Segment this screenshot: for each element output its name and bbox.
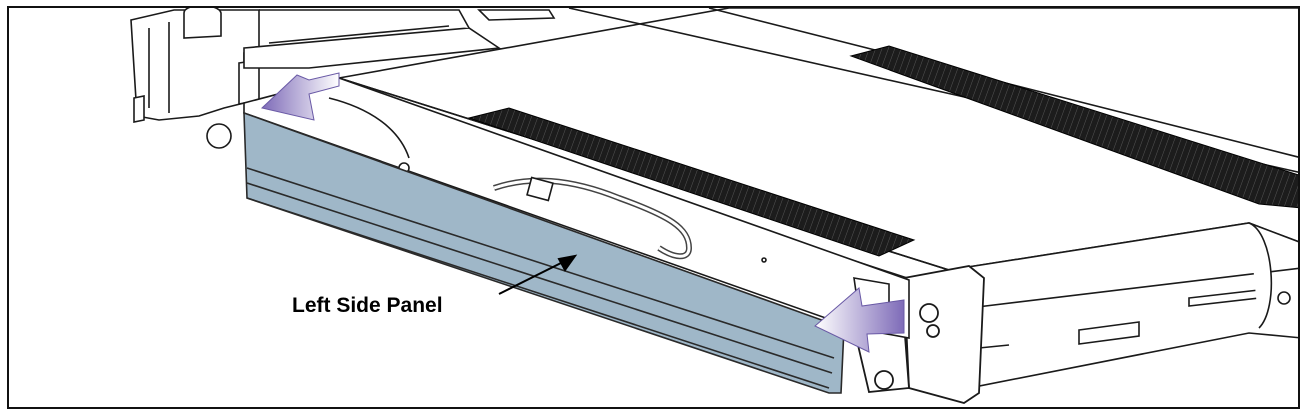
rear-roller-area bbox=[948, 222, 1298, 389]
callout-arrow bbox=[498, 254, 578, 295]
treadmill-illustration bbox=[130, 8, 1298, 404]
motor-bracket bbox=[130, 8, 260, 149]
removal-arrow-left bbox=[260, 72, 340, 121]
end-cap bbox=[852, 265, 985, 404]
motor-cover bbox=[243, 9, 556, 69]
removal-arrow-right bbox=[814, 287, 905, 353]
belt-tread-strips bbox=[467, 45, 1298, 257]
callout-label: Left Side Panel bbox=[292, 294, 443, 317]
left-side-panel bbox=[243, 111, 845, 394]
diagram-frame: Left Side Panel bbox=[7, 6, 1300, 409]
